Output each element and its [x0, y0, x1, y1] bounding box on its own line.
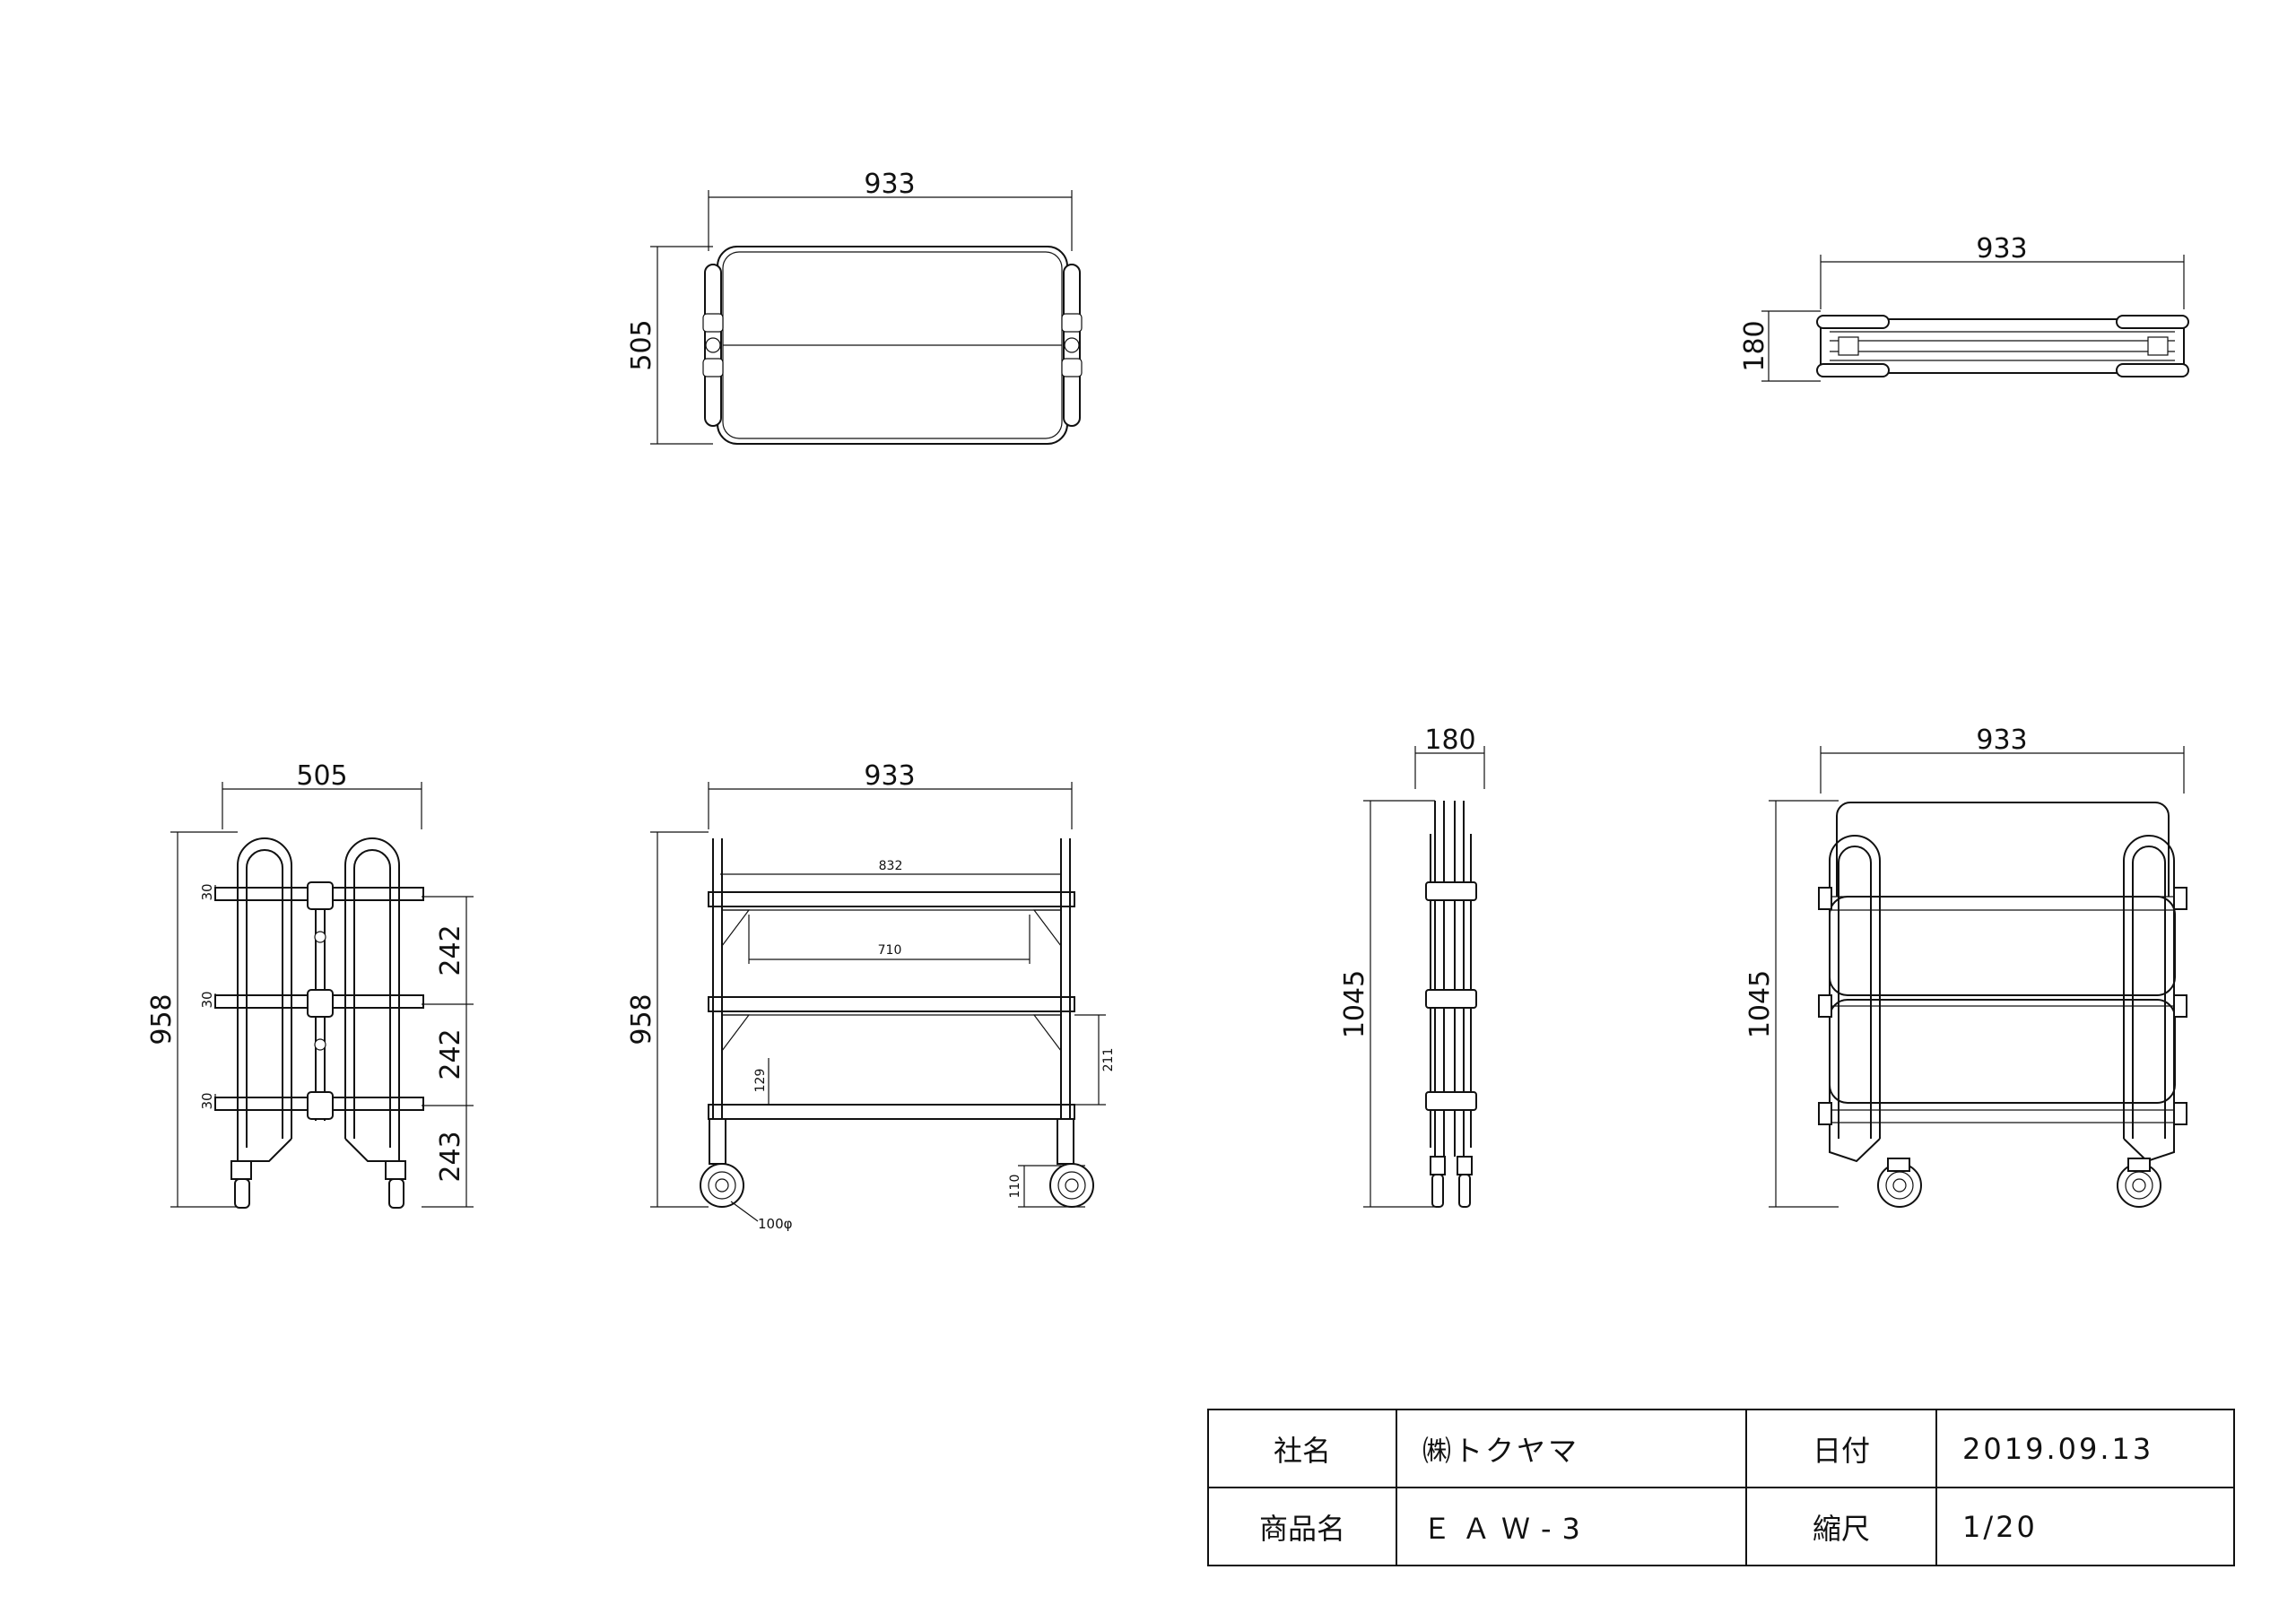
top-folded-width-dim: 933 — [1976, 233, 2027, 265]
inner-710-dim: 710 — [878, 943, 902, 958]
shelf-thk-2: 30 — [199, 991, 215, 1008]
folded-front-height-dim: 1045 — [1744, 970, 1776, 1038]
h-110-dim: 110 — [1008, 1175, 1022, 1199]
folded-side-height-dim: 1045 — [1339, 970, 1370, 1038]
folded-side-width-dim: 180 — [1424, 724, 1475, 756]
company-value: ㈱トクヤマ — [1396, 1409, 1747, 1488]
caster-dim: 100φ — [758, 1216, 793, 1232]
top-folded-view: 933 180 — [1739, 233, 2189, 382]
front-view: 933 958 832 710 129 211 — [626, 760, 1116, 1232]
product-label: 商品名 — [1207, 1487, 1397, 1566]
top-view: 933 505 — [626, 169, 1083, 445]
shelf-thk-1: 30 — [199, 883, 215, 900]
title-block: 社名 ㈱トクヤマ 日付 2019.09.13 商品名 ＥＡＷ-3 縮尺 1/20 — [1207, 1409, 2235, 1566]
front-height-dim: 958 — [626, 993, 657, 1045]
shelf-thk-3: 30 — [199, 1092, 215, 1109]
gap-dim-1: 242 — [435, 924, 466, 976]
product-value: ＥＡＷ-3 — [1396, 1487, 1747, 1566]
gap-dim-2: 242 — [435, 1028, 466, 1080]
top-folded-depth-dim: 180 — [1739, 320, 1770, 371]
gap-dim-3: 243 — [435, 1131, 466, 1182]
side-width-dim: 505 — [296, 760, 347, 792]
folded-front-view: 933 1045 — [1744, 724, 2187, 1208]
h-129-dim: 129 — [753, 1069, 768, 1093]
h-211-dim: 211 — [1101, 1048, 1116, 1072]
scale-value: 1/20 — [1935, 1487, 2235, 1566]
company-label: 社名 — [1207, 1409, 1397, 1488]
front-width-dim: 933 — [864, 760, 915, 792]
folded-front-width-dim: 933 — [1976, 724, 2027, 756]
scale-label: 縮尺 — [1745, 1487, 1937, 1566]
side-view: 505 958 30 30 30 242 242 243 — [146, 760, 474, 1209]
top-depth-dim: 505 — [626, 319, 657, 370]
top-width-dim: 933 — [864, 169, 915, 200]
date-label: 日付 — [1745, 1409, 1937, 1488]
side-height-dim: 958 — [146, 993, 178, 1045]
inner-832-dim: 832 — [879, 859, 903, 873]
date-value: 2019.09.13 — [1935, 1409, 2235, 1488]
folded-side-view: 180 1045 — [1339, 724, 1485, 1208]
